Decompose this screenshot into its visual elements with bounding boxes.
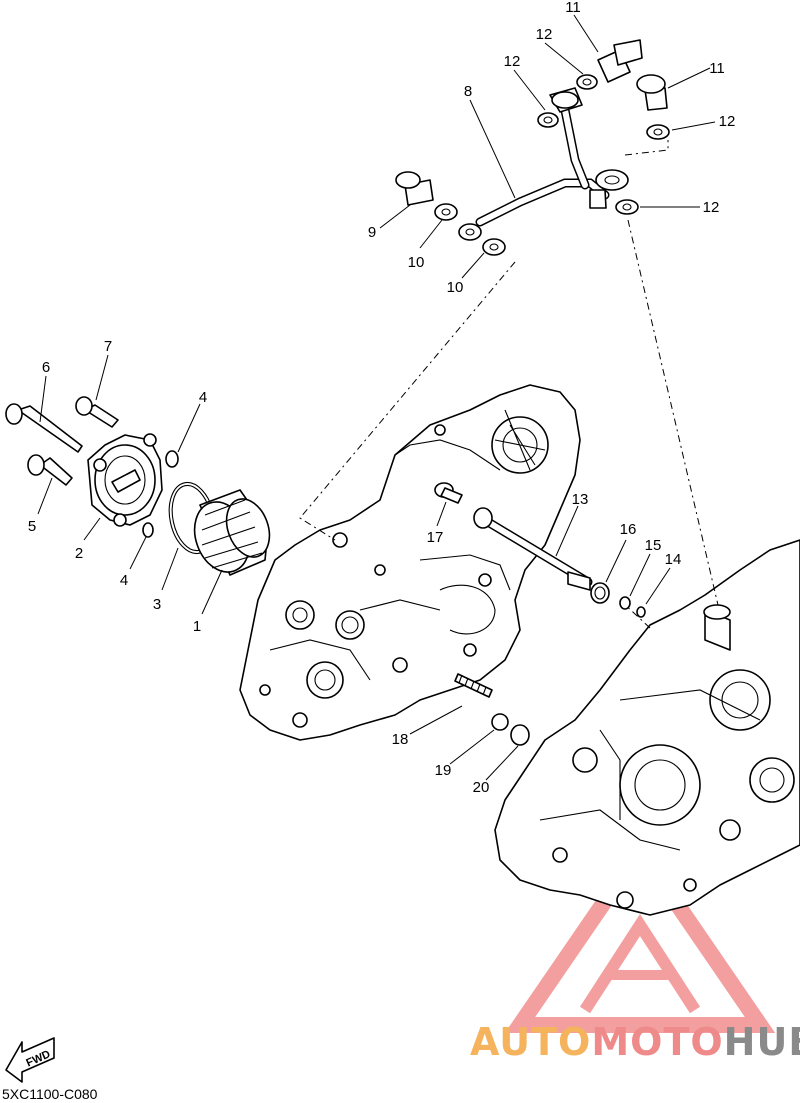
callout-4-lower: 4 xyxy=(120,572,128,589)
o-rings-14-16 xyxy=(590,582,646,618)
callout-11-top: 11 xyxy=(565,0,581,16)
watermark-part-3: HUB xyxy=(723,1020,800,1064)
relief-ball-19 xyxy=(491,713,509,731)
watermark-part-1: AUTO xyxy=(470,1020,592,1064)
oil-filter-element xyxy=(193,489,271,576)
callout-12-d: 12 xyxy=(703,199,720,216)
callout-6: 6 xyxy=(42,359,50,376)
callout-12-b: 12 xyxy=(536,26,553,43)
left-crankcase xyxy=(239,384,581,741)
oil-filter-cover xyxy=(87,433,163,527)
union-bolt-9 xyxy=(395,171,434,206)
fwd-arrow-icon: FWD xyxy=(5,1037,55,1083)
oil-pipe-13 xyxy=(473,507,593,591)
callout-10-upper: 10 xyxy=(408,254,425,271)
relief-spring-18 xyxy=(454,673,493,698)
oil-delivery-pipe xyxy=(475,87,629,227)
watermark-text: AUTOMOTOHUB xyxy=(470,1020,800,1064)
filter-bolt-5 xyxy=(27,454,73,486)
right-crankcase xyxy=(494,539,800,916)
callout-8: 8 xyxy=(464,83,472,100)
o-rings-4 xyxy=(142,450,179,538)
leader-lines xyxy=(37,14,716,781)
callout-12-c: 12 xyxy=(719,113,736,130)
callout-4-upper: 4 xyxy=(199,389,207,406)
bolt-17 xyxy=(434,482,463,504)
callout-1: 1 xyxy=(193,618,201,635)
union-bolt-upper xyxy=(597,39,643,83)
callout-labels: 1 2 3 4 4 5 6 7 8 9 10 10 11 11 12 12 12… xyxy=(28,0,736,796)
callout-17: 17 xyxy=(427,529,444,546)
callout-12-a: 12 xyxy=(504,53,521,70)
callout-13: 13 xyxy=(572,491,589,508)
gaskets xyxy=(434,74,670,256)
watermark-logo xyxy=(504,835,776,1033)
callout-3: 3 xyxy=(153,596,161,613)
union-bolt-right xyxy=(636,74,668,111)
filter-bolt-7 xyxy=(75,396,119,428)
plug-20 xyxy=(510,724,530,746)
callout-9: 9 xyxy=(368,224,376,241)
callout-16: 16 xyxy=(620,521,637,538)
callout-20: 20 xyxy=(473,779,490,796)
callout-11-right: 11 xyxy=(709,60,725,77)
callout-2: 2 xyxy=(75,545,83,562)
filter-bolt-6 xyxy=(5,403,83,453)
callout-5: 5 xyxy=(28,518,36,535)
callout-15: 15 xyxy=(645,537,662,554)
callout-10-lower: 10 xyxy=(447,279,464,296)
diagram-code: 5XC1100-C080 xyxy=(2,1086,98,1102)
callout-19: 19 xyxy=(435,762,452,779)
callout-14: 14 xyxy=(665,551,682,568)
watermark-part-2: MOTO xyxy=(591,1020,724,1064)
callout-18: 18 xyxy=(392,731,409,748)
callout-7: 7 xyxy=(104,338,112,355)
